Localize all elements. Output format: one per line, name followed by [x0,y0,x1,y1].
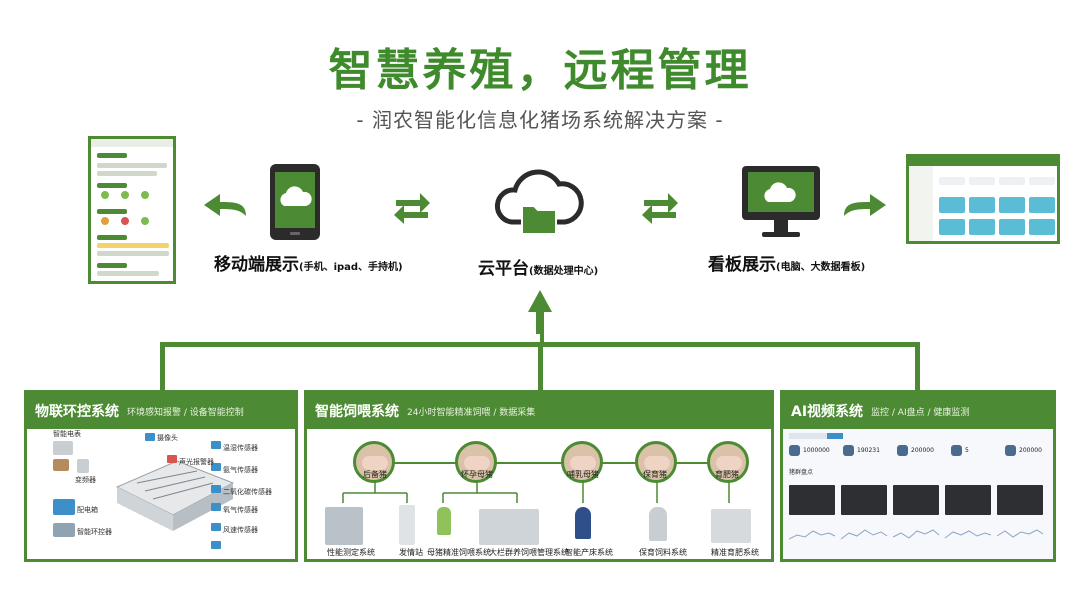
ai-title: AI视频系统 [791,404,864,420]
stat-value: 200000 [1019,447,1042,454]
feeding-system-panel: 智能饲喂系统 24小时智能精准饲喂 / 数据采集 后备猪 怀孕母猪 哺乳母猪 保… [304,390,774,562]
ai-subtitle: 监控 / AI盘点 / 健康监测 [871,407,970,418]
camera-feed [945,485,991,515]
iot-system-panel: 物联环控系统 环境感知报警 / 设备智能控制 摄像头 声光报警器 温湿传感器 氨… [24,390,298,562]
feeding-subtitle: 24小时智能精准饲喂 / 数据采集 [407,407,536,418]
cloud-platform-icon [495,169,584,235]
camera-feed [893,485,939,515]
stat-value: 190231 [857,447,880,454]
stat-value: 200000 [911,447,934,454]
stage-label: 后备猪 [363,470,387,479]
feeding-tree-lines [342,462,730,503]
mobile-device-icon [270,164,320,240]
stage-label: 育肥猪 [715,470,739,479]
page-subtitle: - 润农智能化信息化猪场系统解决方案 - [356,108,724,132]
sync-arrows-icon [642,193,678,224]
iot-title: 物联环控系统 [35,404,119,420]
trend-sparklines [789,529,1044,540]
mobile-app-screenshot [88,136,176,284]
stat-value: 1000000 [803,447,830,454]
stage-label: 哺乳母猪 [567,470,599,479]
monitor-icon [742,166,820,237]
iot-subtitle: 环境感知报警 / 设备智能控制 [127,407,244,418]
stage-label: 保育猪 [643,470,667,479]
camera-feed [841,485,887,515]
ai-video-system-panel: AI视频系统 监控 / AI盘点 / 健康监测 1000000 190231 2… [780,390,1056,562]
dashboard-label: 看板展示(电脑、大数据看板) [708,255,866,275]
arrow-left-icon [204,194,246,216]
camera-feed [997,485,1043,515]
page-title: 智慧养殖，远程管理 [328,45,752,96]
barn-illustration [115,460,235,531]
sync-arrows-icon [394,193,430,224]
arrow-right-icon [844,194,886,216]
stat-value: 5 [965,447,969,454]
mobile-label: 移动端展示(手机、ipad、手持机) [214,255,403,275]
feeding-title: 智能饲喂系统 [315,404,399,420]
cloud-label: 云平台(数据处理中心) [478,259,599,279]
dashboard-screenshot [906,154,1060,244]
camera-feed [789,485,835,515]
stage-label: 怀孕母猪 [461,470,493,479]
section-label: 猪群盘点 [789,469,814,476]
